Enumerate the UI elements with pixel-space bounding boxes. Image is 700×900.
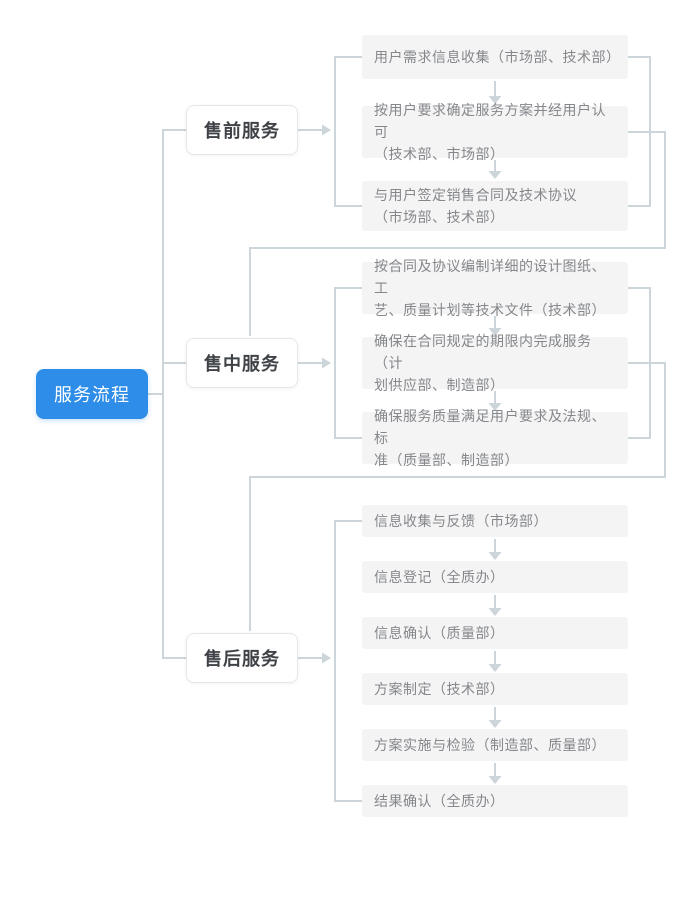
- arrow-right-icon: [322, 124, 331, 136]
- branch-node-insale: 售中服务: [186, 338, 298, 388]
- arrow-down-icon: [488, 664, 502, 672]
- step-node: 确保服务质量满足用户要求及法规、标 准（质量部、制造部）: [362, 408, 628, 468]
- branch-node-presale: 售前服务: [186, 105, 298, 155]
- arrow-down-icon: [488, 328, 502, 336]
- arrow-right-icon: [322, 357, 331, 369]
- connector-insale-to-aftersale: [249, 362, 666, 631]
- arrow-down-icon: [488, 403, 502, 411]
- arrow-down-icon: [488, 720, 502, 728]
- step-node: 信息登记（全质办）: [362, 561, 628, 593]
- connector-presale-to-insale: [249, 131, 666, 336]
- step-node: 结果确认（全质办）: [362, 785, 628, 817]
- root-node: 服务流程: [36, 369, 148, 419]
- arrow-down-icon: [488, 552, 502, 560]
- step-node: 方案制定（技术部）: [362, 673, 628, 705]
- arrow-down-icon: [488, 608, 502, 616]
- step-node: 按用户要求确定服务方案并经用户认可 （技术部、市场部）: [362, 102, 628, 162]
- connector-presale-bracket-left: [334, 56, 362, 207]
- arrow-down-icon: [488, 171, 502, 179]
- step-node: 确保在合同规定的期限内完成服务（计 划供应部、制造部）: [362, 333, 628, 393]
- step-node: 信息确认（质量部）: [362, 617, 628, 649]
- arrow-right-icon: [322, 652, 331, 664]
- connector-trunk: [162, 129, 186, 659]
- branch-node-aftersale: 售后服务: [186, 633, 298, 683]
- step-node: 方案实施与检验（制造部、质量部）: [362, 729, 628, 761]
- step-node: 与用户签定销售合同及技术协议 （市场部、技术部）: [362, 181, 628, 231]
- step-node: 用户需求信息收集（市场部、技术部）: [362, 35, 628, 79]
- connector-aftersale-bracket-left: [334, 520, 362, 802]
- connector-insale-bracket-left: [334, 287, 362, 439]
- step-node: 信息收集与反馈（市场部）: [362, 505, 628, 537]
- step-node: 按合同及协议编制详细的设计图纸、工 艺、质量计划等技术文件（技术部）: [362, 258, 628, 318]
- arrow-down-icon: [488, 776, 502, 784]
- arrow-down-icon: [488, 96, 502, 104]
